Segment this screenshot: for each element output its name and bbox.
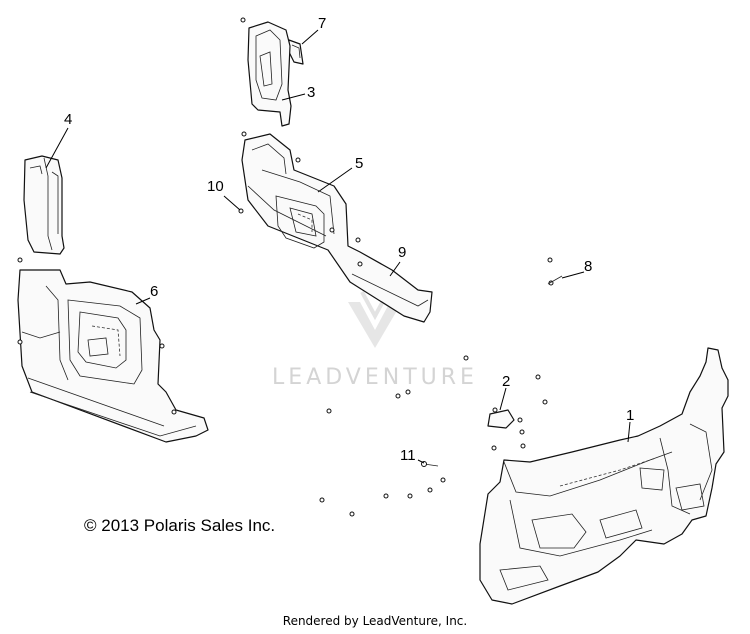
callout-labels: 7 3 4 5 10 9 8 6 2 1 11 <box>64 15 634 464</box>
watermark-text: LEADVENTURE <box>272 365 478 390</box>
callout-4: 4 <box>64 111 72 128</box>
callout-6: 6 <box>150 283 158 300</box>
copyright-notice: © 2013 Polaris Sales Inc. <box>84 516 276 535</box>
callout-7: 7 <box>318 15 326 32</box>
fasteners <box>238 208 563 517</box>
part-1-main-body-panel <box>479 347 729 605</box>
part-2-plate <box>487 409 515 429</box>
leadventure-watermark: LEADVENTURE <box>272 291 478 390</box>
callout-5: 5 <box>355 155 363 172</box>
part-6-left-door-panel <box>17 257 209 443</box>
part-3-upper-panel <box>240 17 292 127</box>
part-5-center-door-panel <box>241 131 433 323</box>
callout-10: 10 <box>207 178 224 195</box>
callout-1: 1 <box>626 407 634 424</box>
part-4-side-panel <box>23 155 65 255</box>
callout-2: 2 <box>502 373 510 390</box>
callout-3: 3 <box>307 84 315 101</box>
part-7-clip <box>288 39 304 65</box>
rendered-by-credit: Rendered by LeadVenture, Inc. <box>282 614 468 628</box>
callout-8: 8 <box>584 258 592 275</box>
callout-9: 9 <box>398 244 406 261</box>
leader-lines <box>45 29 631 464</box>
callout-11: 11 <box>400 447 416 464</box>
